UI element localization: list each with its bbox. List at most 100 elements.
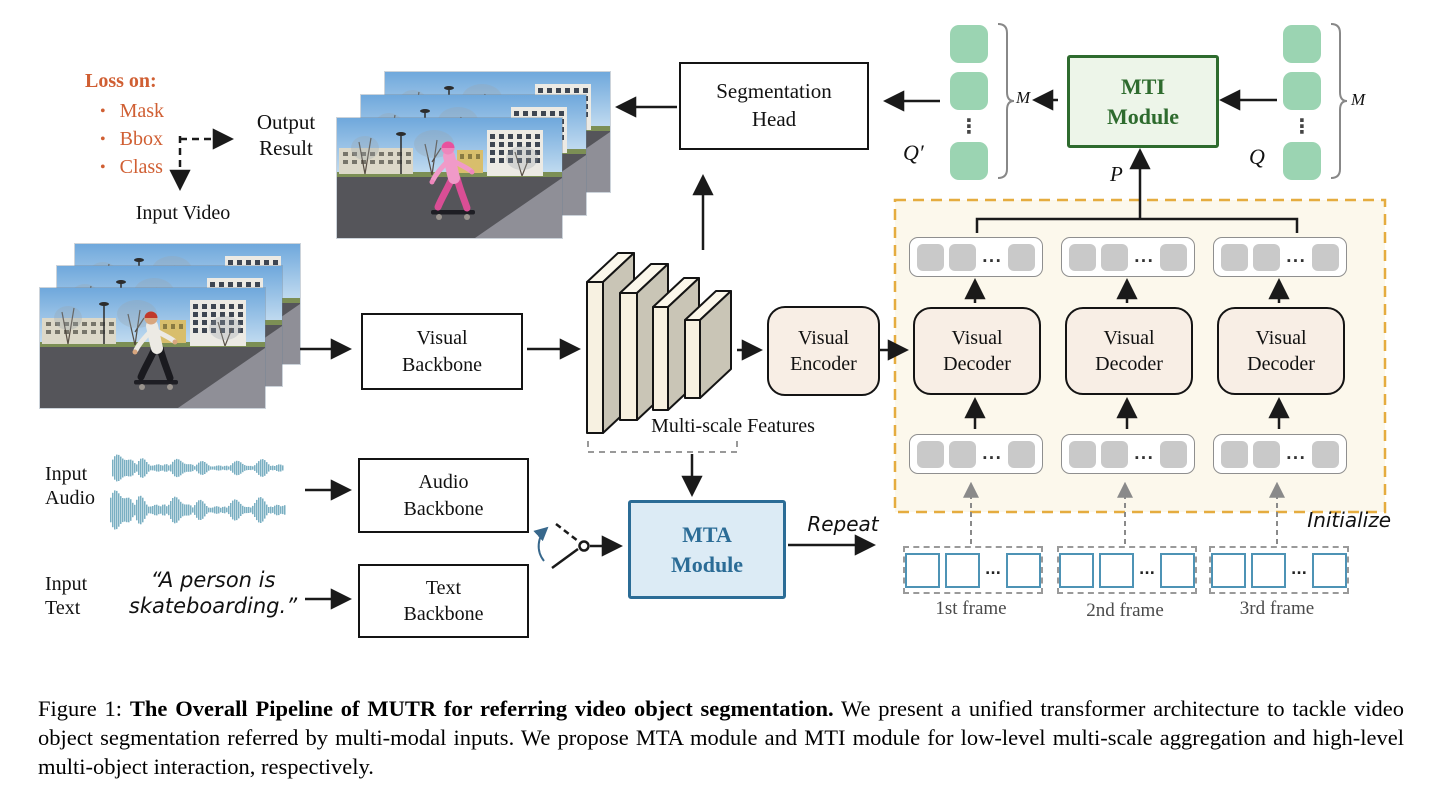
ellipsis: ... (981, 445, 1003, 463)
token (1100, 243, 1128, 271)
frame-token (1311, 552, 1347, 588)
segmentation-head-box: Segmentation Head (679, 62, 869, 150)
caption-prefix: Figure 1: (38, 696, 130, 721)
visual-decoder-box-3: Visual Decoder (1217, 307, 1345, 395)
frame-token (905, 552, 941, 588)
ellipsis-vertical: ⋮ (959, 114, 979, 138)
token (1252, 440, 1280, 468)
ellipsis: ... (1285, 445, 1307, 463)
m-label-right: M (1351, 90, 1366, 109)
token-row-top-2: ... (1061, 237, 1195, 277)
text-backbone-box: Text Backbone (358, 564, 529, 638)
frame-token (1099, 552, 1135, 588)
frame-token (1059, 552, 1095, 588)
audio-backbone-box: Audio Backbone (358, 458, 529, 533)
audio-waveform-1 (112, 454, 284, 482)
bullet-icon: • (100, 130, 106, 148)
frame-tokens-1: ... (903, 546, 1043, 594)
frame-token (1211, 552, 1247, 588)
query-token (1283, 72, 1321, 110)
q-label: Q (1249, 144, 1265, 169)
output-frame-1 (337, 118, 562, 238)
multi-scale-features-label: Multi-scale Features (651, 415, 815, 437)
repeat-label: Repeat (807, 512, 879, 536)
token (1068, 243, 1096, 271)
initialize-dashed-arrows (963, 481, 1285, 544)
frame-token (945, 552, 981, 588)
bullet-icon: • (100, 158, 106, 176)
visual-backbone-box: Visual Backbone (361, 313, 523, 390)
frame-token (1005, 552, 1041, 588)
figure-caption: Figure 1: The Overall Pipeline of MUTR f… (38, 694, 1404, 781)
token (1312, 440, 1340, 468)
query-token (1283, 25, 1321, 63)
multi-scale-features-stack (586, 252, 732, 434)
loss-title: Loss on: (85, 70, 157, 92)
token (1160, 440, 1188, 468)
frame-token (1159, 552, 1195, 588)
token (948, 243, 976, 271)
loss-item-bbox: •Bbox (100, 128, 163, 150)
token (1312, 243, 1340, 271)
ellipsis: ... (981, 248, 1003, 266)
visual-decoder-box-1: Visual Decoder (913, 307, 1041, 395)
loss-item-class: •Class (100, 156, 163, 178)
bullet-icon: • (100, 102, 106, 120)
query-token (950, 72, 988, 110)
frame-label-2: 2nd frame (1086, 600, 1164, 621)
query-token (950, 25, 988, 63)
bracket-decoder-outputs (975, 217, 1299, 233)
audio-waveform-2 (110, 490, 286, 530)
caption-bold: The Overall Pipeline of MUTR for referri… (129, 696, 834, 721)
loss-dashed-arrows (169, 128, 234, 191)
text-query-quote: “A person is skateboarding.” (128, 568, 298, 618)
q-prime-label: Q′ (903, 140, 924, 165)
token (1068, 440, 1096, 468)
token-row-top-3: ... (1213, 237, 1347, 277)
caption-rest: We present a unified transformer archite… (38, 696, 1404, 780)
ellipsis: ... (1139, 562, 1155, 578)
frame-label-3: 3rd frame (1239, 598, 1315, 619)
frame-tokens-2: ... (1057, 546, 1197, 594)
input-frame-1 (40, 288, 265, 408)
queries-q: ⋮ (1283, 25, 1321, 180)
query-token (950, 142, 988, 180)
token-row-bottom-3: ... (1213, 434, 1347, 474)
frame-tokens-3: ... (1209, 546, 1349, 594)
ellipsis: ... (1133, 248, 1155, 266)
queries-q-prime: ⋮ (950, 25, 988, 180)
token (916, 440, 944, 468)
query-token (1283, 142, 1321, 180)
initialize-label: Initialize (1307, 508, 1391, 532)
token (1160, 243, 1188, 271)
features-gather-bracket (587, 441, 738, 453)
token (916, 243, 944, 271)
ellipsis: ... (1285, 248, 1307, 266)
token (1252, 243, 1280, 271)
m-label-left: M (1016, 88, 1031, 107)
token (1008, 440, 1036, 468)
modality-switch-icon (533, 523, 590, 570)
token-row-bottom-2: ... (1061, 434, 1195, 474)
input-video-label: Input Video (135, 202, 231, 224)
mti-module-box: MTI Module (1067, 55, 1219, 148)
frame-label-1: 1st frame (935, 598, 1007, 619)
ellipsis: ... (1291, 562, 1307, 578)
token (948, 440, 976, 468)
p-label: P (1110, 162, 1123, 186)
token (1220, 243, 1248, 271)
token (1220, 440, 1248, 468)
visual-decoder-box-2: Visual Decoder (1065, 307, 1193, 395)
token-row-bottom-1: ... (909, 434, 1043, 474)
input-text-label: Input Text (45, 573, 88, 620)
ellipsis: ... (985, 562, 1001, 578)
input-audio-label: Input Audio (45, 463, 95, 510)
token-row-top-1: ... (909, 237, 1043, 277)
output-result-label: Output Result (256, 110, 316, 160)
loss-item-mask: •Mask (100, 100, 165, 122)
visual-encoder-box: Visual Encoder (767, 306, 880, 396)
ellipsis: ... (1133, 445, 1155, 463)
frame-token (1251, 552, 1287, 588)
mta-module-box: MTA Module (628, 500, 786, 599)
